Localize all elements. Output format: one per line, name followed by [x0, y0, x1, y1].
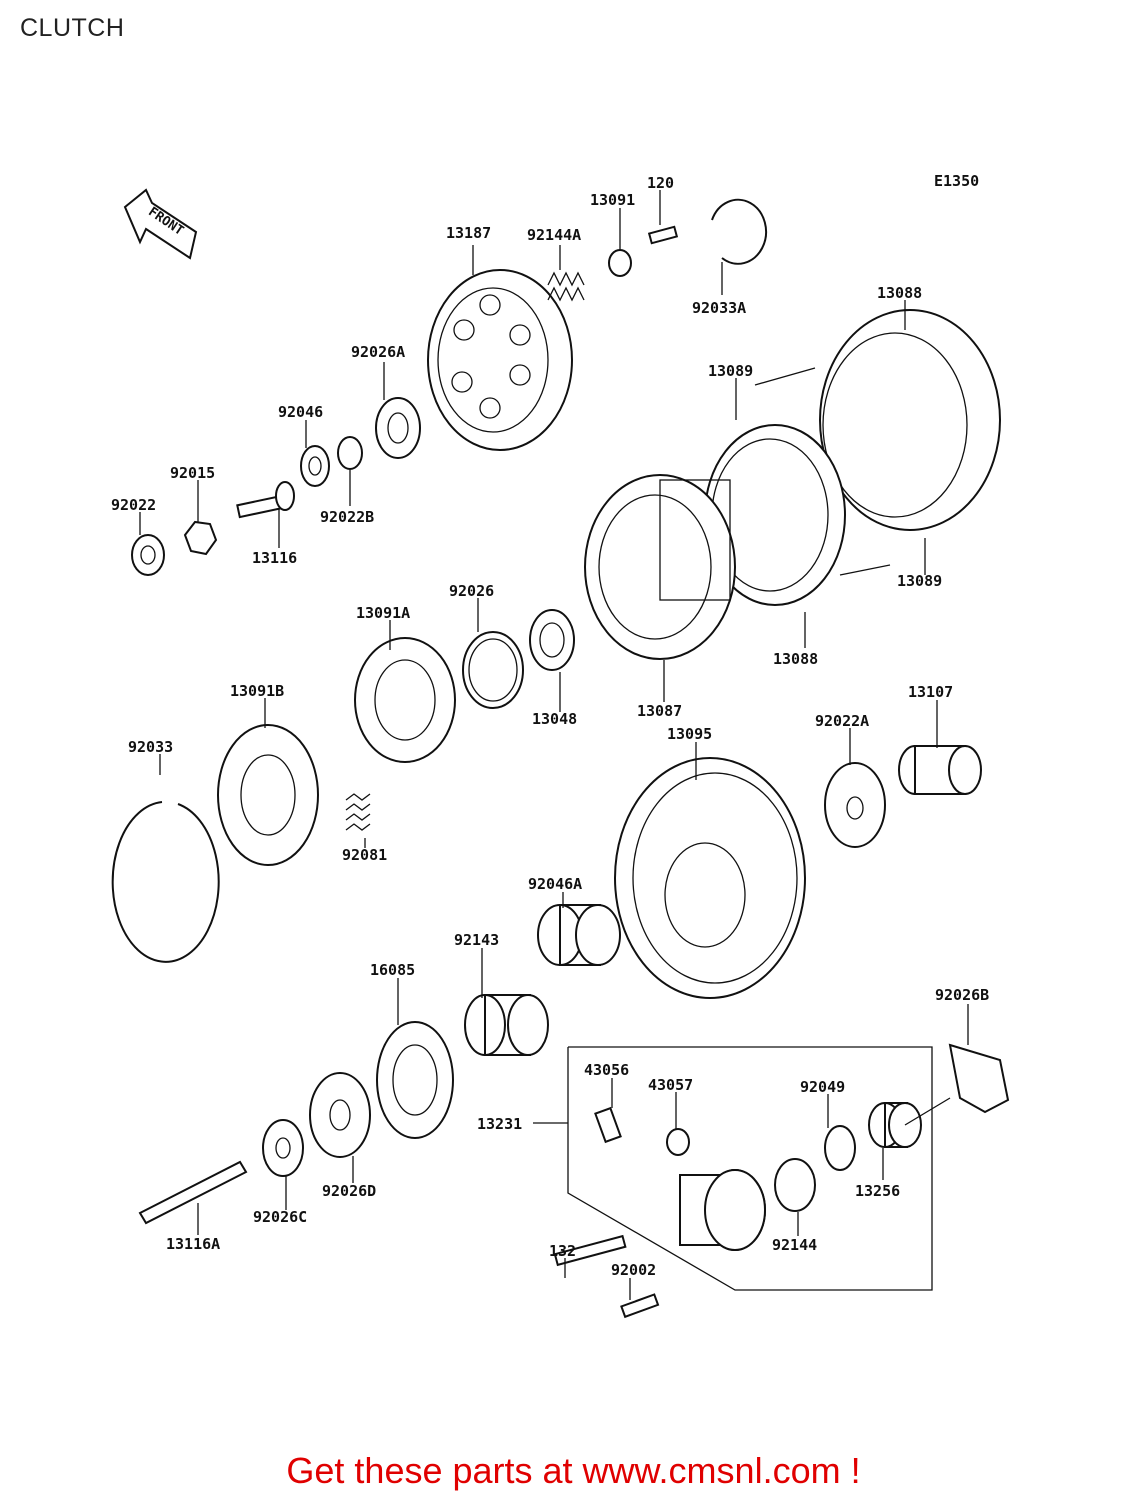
clutch-housing-13095: [614, 757, 806, 999]
label-43057: 43057: [648, 1076, 693, 1094]
spring-92081: [345, 793, 371, 831]
label-92026B: 92026B: [935, 986, 989, 1004]
part-13048: [529, 609, 575, 671]
label-13089-lower: 13089: [897, 572, 942, 590]
friction-plate-13088-upper: [819, 309, 1001, 531]
label-16085: 16085: [370, 961, 415, 979]
plate-13091B: [217, 724, 319, 866]
label-13087: 13087: [637, 702, 682, 720]
bearing-92046: [300, 445, 330, 487]
label-92046A: 92046A: [528, 875, 582, 893]
washer-92026D: [309, 1072, 371, 1158]
washer-92022: [131, 534, 165, 576]
label-43056: 43056: [584, 1061, 629, 1079]
circlip-92033A: [711, 198, 768, 265]
label-92026C: 92026C: [253, 1208, 307, 1226]
label-92081: 92081: [342, 846, 387, 864]
label-92144A: 92144A: [527, 226, 581, 244]
label-92033A: 92033A: [692, 299, 746, 317]
label-120: 120: [647, 174, 674, 192]
label-92049: 92049: [800, 1078, 845, 1096]
label-92026: 92026: [449, 582, 494, 600]
rod-13116A: [138, 1160, 248, 1225]
label-13088-lower: 13088: [773, 650, 818, 668]
spring-92144A: [547, 271, 585, 302]
label-13116: 13116: [252, 549, 297, 567]
label-92022A: 92022A: [815, 712, 869, 730]
label-13091: 13091: [590, 191, 635, 209]
seal-92049: [824, 1125, 856, 1171]
ring-92026: [462, 631, 524, 709]
washer-92022B: [337, 436, 363, 470]
clutch-hub-13087: [584, 474, 736, 660]
label-92026D: 92026D: [322, 1182, 376, 1200]
washer-92026A: [375, 397, 421, 459]
cover-92026B: [948, 1043, 1010, 1114]
bleeder-43056: [594, 1106, 622, 1144]
pressure-plate-13187: [427, 269, 573, 451]
bolt-120: [647, 225, 679, 245]
label-92144: 92144: [772, 1236, 817, 1254]
needle-bearing-92046A: [537, 904, 621, 966]
plate-13091A: [354, 637, 456, 763]
label-92002: 92002: [611, 1261, 656, 1279]
piston-13256: [868, 1102, 922, 1148]
bolt-132: [553, 1234, 627, 1267]
front-arrow-icon: FRONT: [123, 188, 198, 260]
label-13107: 13107: [908, 683, 953, 701]
exploded-parts-diagram: FRONT: [111, 172, 1010, 1319]
washer-92022A: [824, 762, 886, 848]
label-13088-upper: 13088: [877, 284, 922, 302]
label-92046: 92046: [278, 403, 323, 421]
nut-92015: [183, 520, 218, 556]
slave-cylinder-body: [679, 1169, 766, 1251]
collar-92143: [464, 994, 549, 1056]
label-13095: 13095: [667, 725, 712, 743]
label-92022: 92022: [111, 496, 156, 514]
pushrod-13116: [236, 481, 295, 519]
circlip-92033: [111, 801, 220, 963]
label-13231: 13231: [477, 1115, 522, 1133]
label-92022B: 92022B: [320, 508, 374, 526]
label-13116A: 13116A: [166, 1235, 220, 1253]
page-title: CLUTCH: [20, 14, 125, 42]
washer-92026C: [262, 1119, 304, 1177]
footer-link[interactable]: Get these parts at www.cmsnl.com !: [286, 1450, 861, 1491]
boot-92144: [774, 1158, 816, 1212]
assembly-bracket-13231: [567, 1046, 933, 1291]
bolt-92002: [620, 1293, 660, 1319]
diagram-code: E1350: [934, 172, 979, 190]
label-13187: 13187: [446, 224, 491, 242]
part-13091: [608, 249, 632, 277]
part-13107: [898, 745, 982, 795]
gear-16085: [376, 1021, 454, 1139]
cap-43057: [666, 1128, 690, 1156]
label-13089-upper: 13089: [708, 362, 753, 380]
label-13091B: 13091B: [230, 682, 284, 700]
label-13256: 13256: [855, 1182, 900, 1200]
label-13048: 13048: [532, 710, 577, 728]
label-92015: 92015: [170, 464, 215, 482]
label-92026A: 92026A: [351, 343, 405, 361]
label-132: 132: [549, 1242, 576, 1260]
label-92143: 92143: [454, 931, 499, 949]
leader-lines: [139, 190, 969, 1300]
label-92033: 92033: [128, 738, 173, 756]
label-13091A: 13091A: [356, 604, 410, 622]
